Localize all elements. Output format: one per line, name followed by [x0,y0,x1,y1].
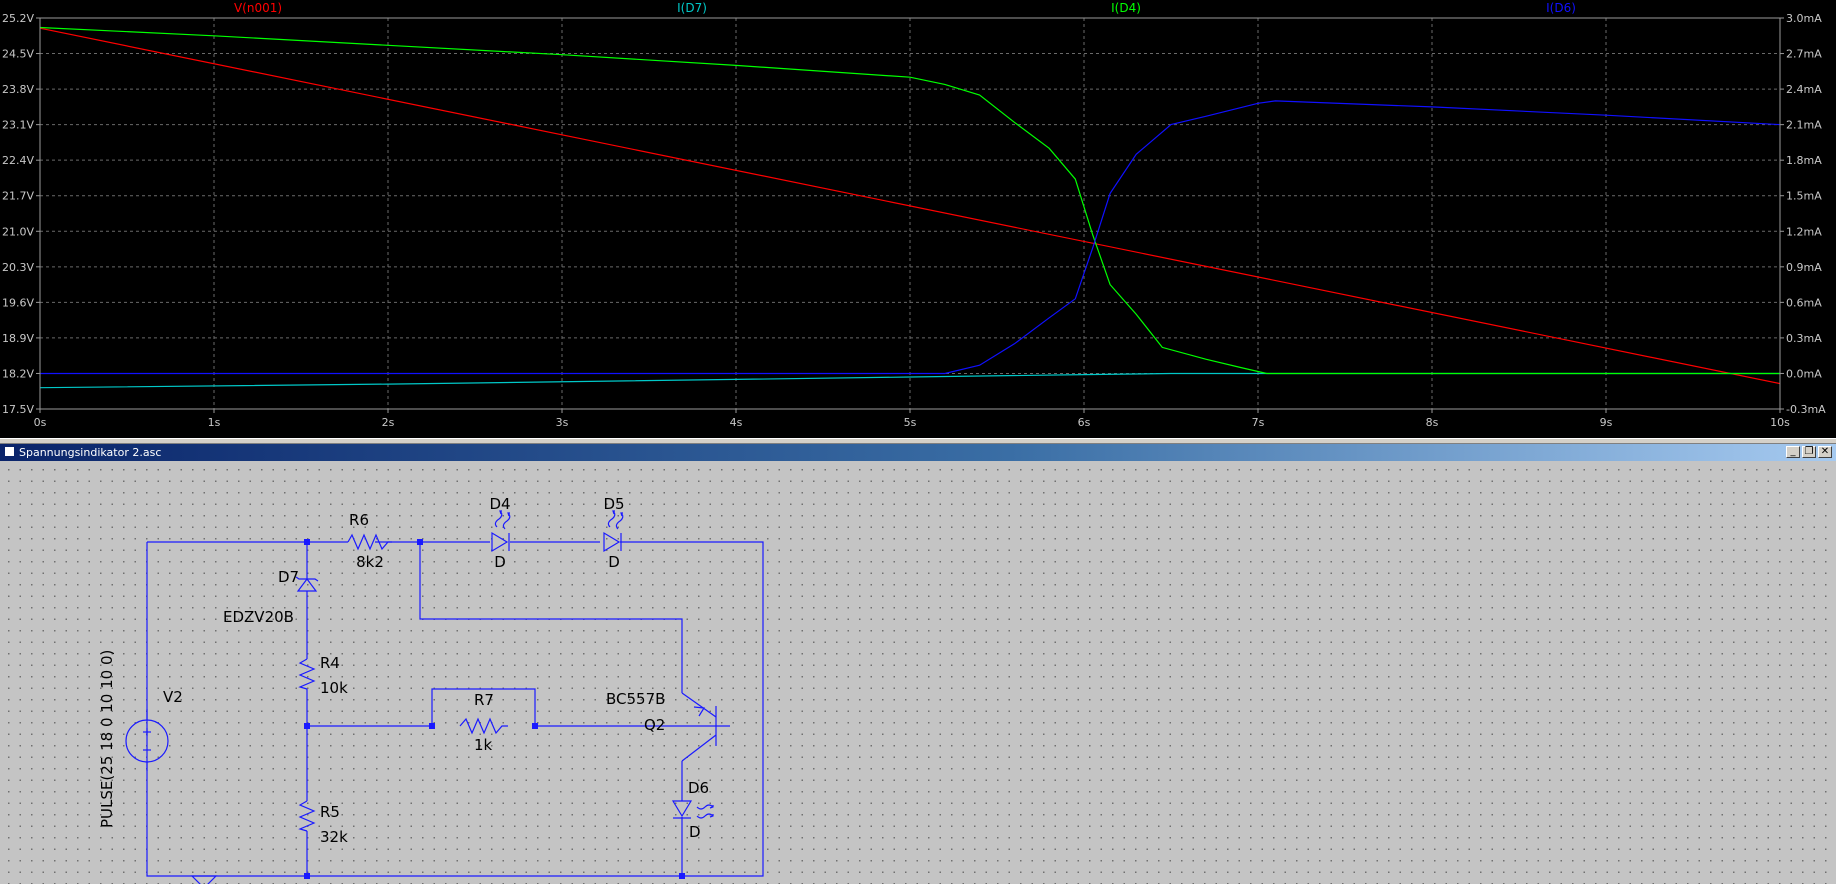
x-axis-tick-label: 6s [1078,416,1091,429]
left-axis-tick-label: 23.8V [2,83,34,96]
trace-label-v-n001[interactable]: V(n001) [234,1,282,15]
ground-icon [190,875,218,884]
plot-series [39,26,1781,389]
right-axis-tick-label: 2.1mA [1786,119,1822,132]
trace-i-d6 [40,100,1781,375]
restore-button[interactable]: ❐ [1802,446,1816,458]
right-axis-tick-label: 1.8mA [1786,154,1822,167]
left-axis-tick-label: 18.2V [2,367,34,380]
left-axis-tick-label: 24.5V [2,48,34,61]
wire[interactable] [146,541,764,877]
x-axis-tick-label: 8s [1426,416,1439,429]
right-axis-tick-label: 2.4mA [1786,83,1822,96]
schematic-drawing[interactable]: R6 8k2 D4 D D5 D D7 EDZV20B R4 10k R7 1k… [0,461,1836,884]
label-d4-value[interactable]: D [494,553,506,571]
trace-i-d4 [39,26,1780,375]
label-q2-value[interactable]: BC557B [606,690,665,708]
x-axis-tick-label: 7s [1252,416,1265,429]
label-r4-name[interactable]: R4 [320,654,340,672]
label-d5-value[interactable]: D [608,553,620,571]
left-axis-tick-label: 23.1V [2,119,34,132]
resistor-r7[interactable] [459,717,508,735]
label-r5-name[interactable]: R5 [320,803,340,821]
led-d6[interactable] [671,800,714,819]
right-axis-tick-label: 1.2mA [1786,225,1822,238]
plot-trace-labels[interactable]: V(n001) I(D7) I(D4) I(D6) [234,1,1576,15]
label-d7-name[interactable]: D7 [278,568,299,586]
x-axis-tick-label: 0s [34,416,47,429]
x-axis-tick-label: 4s [730,416,743,429]
label-r6-value[interactable]: 8k2 [356,553,384,571]
x-axis-tick-label: 10s [1770,416,1790,429]
label-v2-name[interactable]: V2 [163,688,183,706]
left-axis-tick-label: 19.6V [2,296,34,309]
right-axis-tick-label: 3.0mA [1786,12,1822,25]
x-axis-tick-label: 9s [1600,416,1613,429]
close-button[interactable]: ✕ [1818,446,1832,458]
right-axis-tick-label: 0.9mA [1786,261,1822,274]
x-axis-tick-label: 1s [208,416,221,429]
pnp-transistor-q2[interactable] [681,659,730,793]
left-axis-tick-label: 25.2V [2,12,34,25]
minimize-button[interactable]: _ [1786,446,1800,458]
schematic-title: Spannungsindikator 2.asc [19,446,162,459]
label-r7-value[interactable]: 1k [474,736,493,754]
right-axis-tick-label: -0.3mA [1786,403,1826,416]
x-axis-tick-label: 3s [556,416,569,429]
right-axis-tick-label: 1.5mA [1786,190,1822,203]
left-axis-tick-label: 20.3V [2,261,34,274]
wire-junctions [304,539,685,879]
right-axis-tick-label: 0.3mA [1786,332,1822,345]
label-d7-value[interactable]: EDZV20B [223,608,294,626]
label-d6-name[interactable]: D6 [688,779,709,797]
x-axis-tick-label: 2s [382,416,395,429]
x-axis-tick-label: 5s [904,416,917,429]
schematic-titlebar[interactable]: Spannungsindikator 2.asc _ ❐ ✕ [0,444,1836,461]
wire[interactable] [306,542,692,876]
right-axis-tick-label: 2.7mA [1786,48,1822,61]
label-r7-name[interactable]: R7 [474,691,494,709]
label-d6-value[interactable]: D [689,823,701,841]
label-v2-value[interactable]: PULSE(25 18 0 10 10 0) [98,650,116,828]
led-d5[interactable] [603,510,624,553]
label-r5-value[interactable]: 32k [320,828,348,846]
resistor-r5[interactable] [298,800,316,832]
left-axis-tick-label: 21.7V [2,190,34,203]
wire[interactable] [431,688,536,726]
schematic-window[interactable]: Spannungsindikator 2.asc _ ❐ ✕ [0,444,1836,884]
wire[interactable] [419,542,683,659]
schematic-canvas[interactable]: R6 8k2 D4 D D5 D D7 EDZV20B R4 10k R7 1k… [0,461,1836,884]
left-axis-tick-label: 17.5V [2,403,34,416]
label-r4-value[interactable]: 10k [320,679,348,697]
zener-diode-d7[interactable] [295,576,319,592]
left-axis-tick-label: 18.9V [2,332,34,345]
waveform-plot[interactable]: 25.2V 3.0mA 24.5V 2.7mA 23.8V 2.4mA 23.1V 2.1mA… [0,0,1836,438]
resistor-r6[interactable] [347,533,392,551]
resistor-r4[interactable] [298,658,316,690]
left-axis-tick-label: 22.4V [2,154,34,167]
schematic-document-icon [4,446,15,457]
label-d5-name[interactable]: D5 [603,495,624,513]
waveform-plot-pane[interactable]: 25.2V 3.0mA 24.5V 2.7mA 23.8V 2.4mA 23.1V 2.1mA… [0,0,1836,438]
pane-splitter[interactable] [0,438,1836,444]
trace-label-i-d7[interactable]: I(D7) [677,1,707,15]
label-d4-name[interactable]: D4 [489,495,510,513]
label-q2-name[interactable]: Q2 [644,716,665,734]
plot-axes: 25.2V 3.0mA 24.5V 2.7mA 23.8V 2.4mA 23.1V 2.1mA… [2,12,1826,429]
right-axis-tick-label: 0.6mA [1786,296,1822,309]
left-axis-tick-label: 21.0V [2,225,34,238]
trace-v-n001 [39,27,1781,385]
right-axis-tick-label: 0.0mA [1786,367,1822,380]
label-r6-name[interactable]: R6 [349,511,369,529]
led-d4[interactable] [491,510,511,553]
voltage-source-v2[interactable] [125,719,169,763]
trace-label-i-d6[interactable]: I(D6) [1546,1,1576,15]
trace-label-i-d4[interactable]: I(D4) [1111,1,1141,15]
